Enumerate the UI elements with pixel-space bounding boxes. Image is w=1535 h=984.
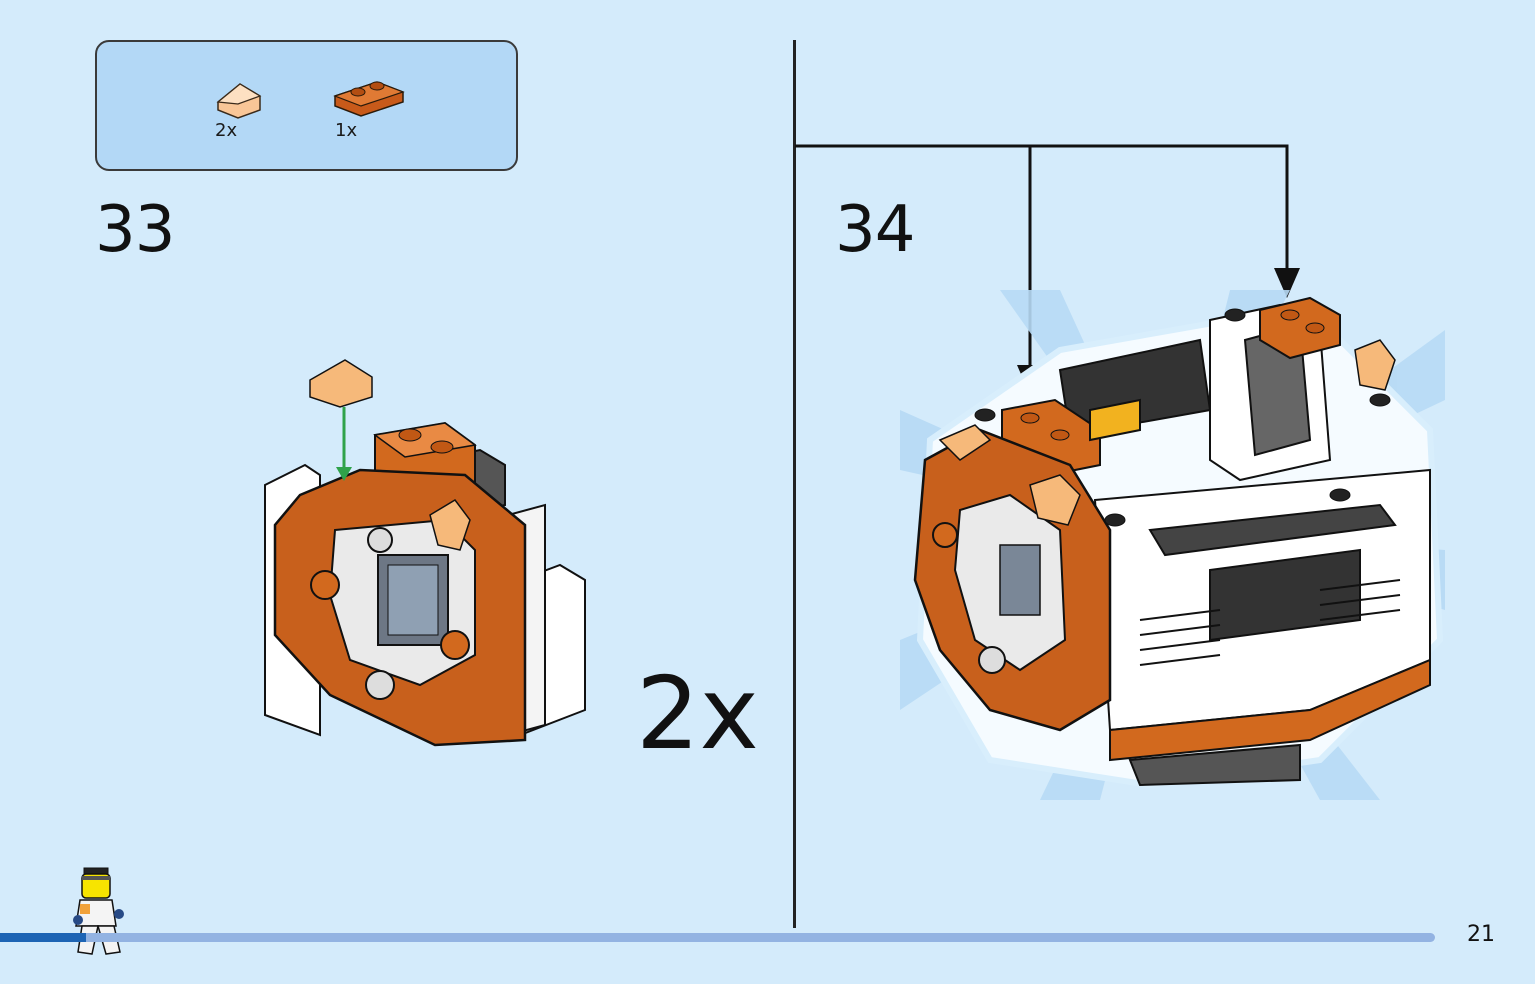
step-number: 34 <box>835 193 915 267</box>
part-quantity: 1x <box>335 120 358 141</box>
slope-trans-orange-icon <box>216 83 262 119</box>
step-multiplier: 2x <box>636 655 759 772</box>
page-number: 21 <box>1467 922 1495 947</box>
part-quantity: 2x <box>215 120 238 141</box>
step-number: 33 <box>95 193 175 267</box>
parts-callout: 2x 1x <box>95 40 518 171</box>
plate-orange-1x2-icon <box>333 81 405 117</box>
step-33-model-illustration <box>264 359 586 747</box>
column-divider <box>793 40 796 928</box>
minifigure-progress-icon <box>73 867 124 955</box>
step-34-model-illustration <box>900 290 1445 800</box>
progress-fill <box>0 933 86 942</box>
progress-track <box>80 933 1435 942</box>
